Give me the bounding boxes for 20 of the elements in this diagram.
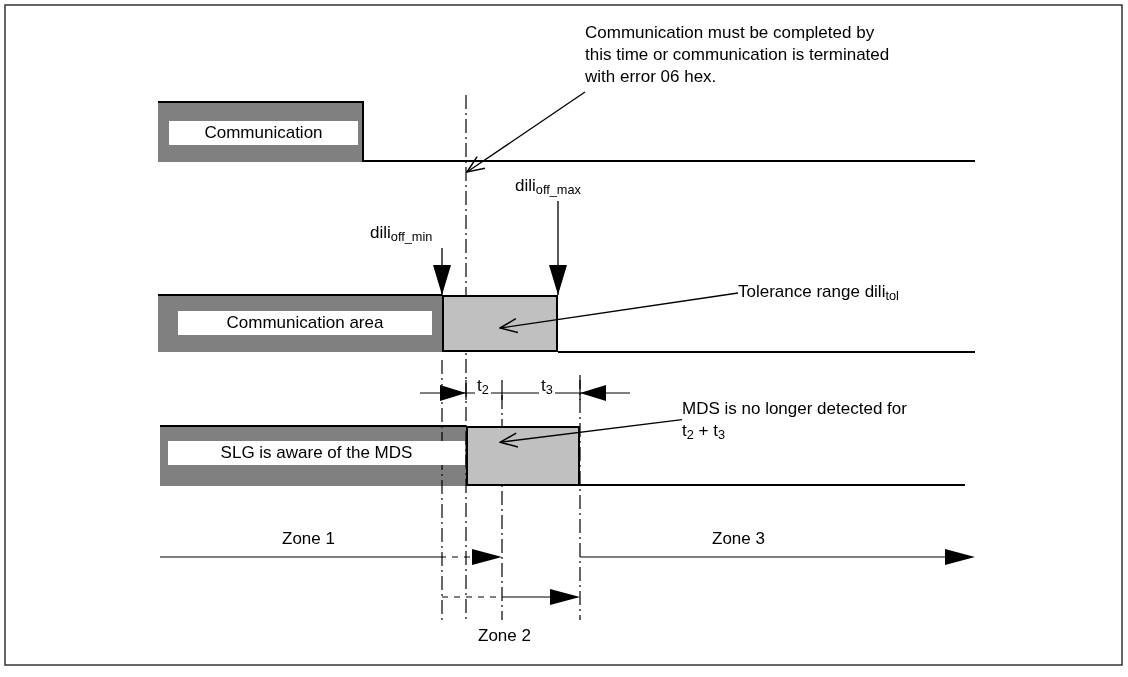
leader-line xyxy=(499,418,683,448)
zone-label: Zone 2 xyxy=(476,627,533,644)
zone-label: Zone 1 xyxy=(280,530,337,547)
signal-label: Communication xyxy=(169,121,358,145)
signal-label: Communication area xyxy=(178,311,432,335)
annotation-text: dili$_{off_max}$ xyxy=(515,175,615,201)
arrow xyxy=(549,200,567,296)
tolerance-region xyxy=(442,295,558,352)
tolerance-region xyxy=(466,426,580,486)
annotation-text: Tolerance range dili$_{tol}$ xyxy=(738,281,958,305)
leader-line xyxy=(499,292,739,334)
annotation-text: dili$_{off_min}$ xyxy=(370,222,470,248)
time-label: t$_{3}$ xyxy=(539,377,555,394)
annotation-text: Communication must be completed by this time or communication is terminated with error 06 hex. xyxy=(585,22,897,92)
time-label: t$_{2}$ xyxy=(475,377,491,394)
zone-label: Zone 3 xyxy=(710,530,767,547)
annotation-text: MDS is no longer detected for t$_{2}$ + t$_{3}$ xyxy=(682,398,916,446)
arrow xyxy=(433,247,451,296)
signal-label: SLG is aware of the MDS xyxy=(168,441,465,465)
leader-line xyxy=(466,91,586,173)
